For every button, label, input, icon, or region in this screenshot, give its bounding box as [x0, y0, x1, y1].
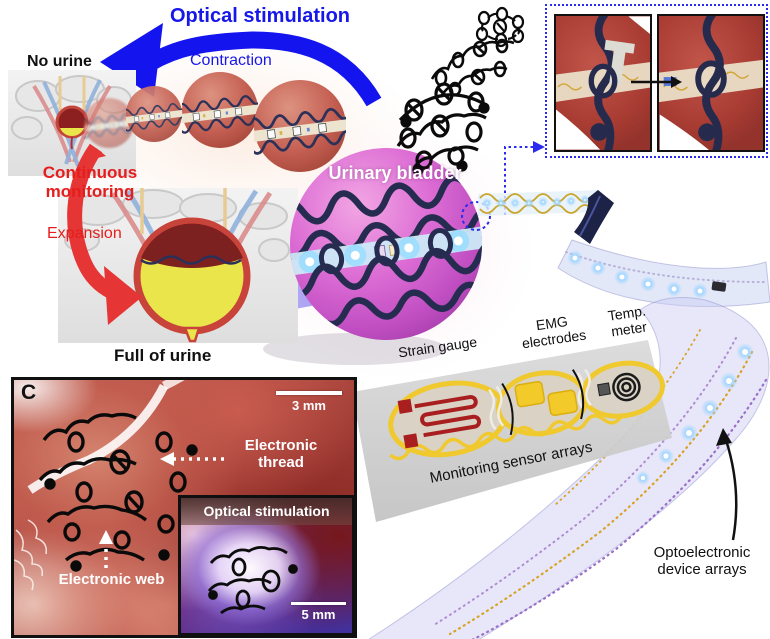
zoom-highlight-circle	[461, 201, 491, 231]
bladder-sphere-3	[182, 72, 258, 148]
zoom-panel-before-art	[556, 16, 650, 150]
bladder-sphere-1	[84, 98, 134, 148]
anatomy-full-art	[64, 188, 290, 343]
gauze-texture	[14, 519, 48, 591]
panel-c: C 3 mm Electronic thread Electronic web …	[11, 377, 357, 638]
web-mesh-curved	[430, 38, 515, 97]
optical-stimulation-label: Optical stimulation	[169, 5, 351, 27]
electronic-thread-art	[478, 190, 614, 244]
thread-photo	[27, 383, 169, 494]
urinary-bladder-label: Urinary bladder	[328, 163, 462, 183]
optoelectronic-device-arrays-label: Optoelectronic device arrays	[653, 544, 751, 578]
zoom-inset-box	[545, 4, 768, 158]
zoom-panels-arrow	[631, 76, 682, 88]
scalebar-3mm-label: 3 mm	[292, 398, 326, 413]
full-of-urine-label: Full of urine	[114, 346, 212, 365]
web-photo	[38, 412, 198, 572]
zoom-connector-arrowhead	[533, 141, 545, 153]
scalebar-5mm-label: 5 mm	[301, 607, 336, 622]
contraction-label: Contraction	[190, 52, 272, 69]
panel-c-inset: Optical stimulation 5 mm	[178, 495, 354, 635]
inset-title: Optical stimulation	[203, 502, 330, 519]
web-mesh-flat	[475, 6, 525, 48]
sensor-strip	[388, 360, 666, 461]
bladder-sphere-4	[254, 80, 346, 172]
thread-pointer-arrow	[160, 452, 224, 466]
web-pointer-arrow	[99, 530, 113, 568]
led-ribbon	[557, 239, 770, 308]
optoelectronic-arrow	[716, 428, 738, 541]
inset-web-art	[207, 546, 298, 615]
bladder-sphere-2	[126, 86, 182, 142]
web-mesh-dome	[396, 82, 490, 176]
continuous-monitoring-arrow	[67, 143, 142, 325]
electronic-thread-label: Electronic thread	[244, 437, 318, 471]
panel-c-letter: C	[21, 381, 37, 404]
optoelectronic-band	[368, 297, 770, 639]
no-urine-label: No urine	[27, 53, 92, 70]
strain-gauge-art	[397, 395, 482, 449]
temp-meter-art	[597, 372, 641, 402]
zoom-connector-line	[504, 146, 534, 215]
anatomy-full-of-urine	[58, 188, 298, 343]
inset-header: Optical stimulation	[181, 498, 352, 525]
panel-c-art	[14, 380, 224, 591]
bladder-shadow	[263, 333, 447, 365]
scalebar-3mm	[276, 391, 342, 395]
electronic-web-label: Electronic web	[58, 571, 165, 588]
continuous-monitoring-label: Continuous monitoring	[42, 163, 138, 202]
emg-electrodes-art	[514, 380, 578, 417]
optical-stimulation-arrow	[100, 23, 382, 107]
expansion-label: Expansion	[47, 225, 122, 242]
scalebar-5mm	[291, 602, 346, 605]
